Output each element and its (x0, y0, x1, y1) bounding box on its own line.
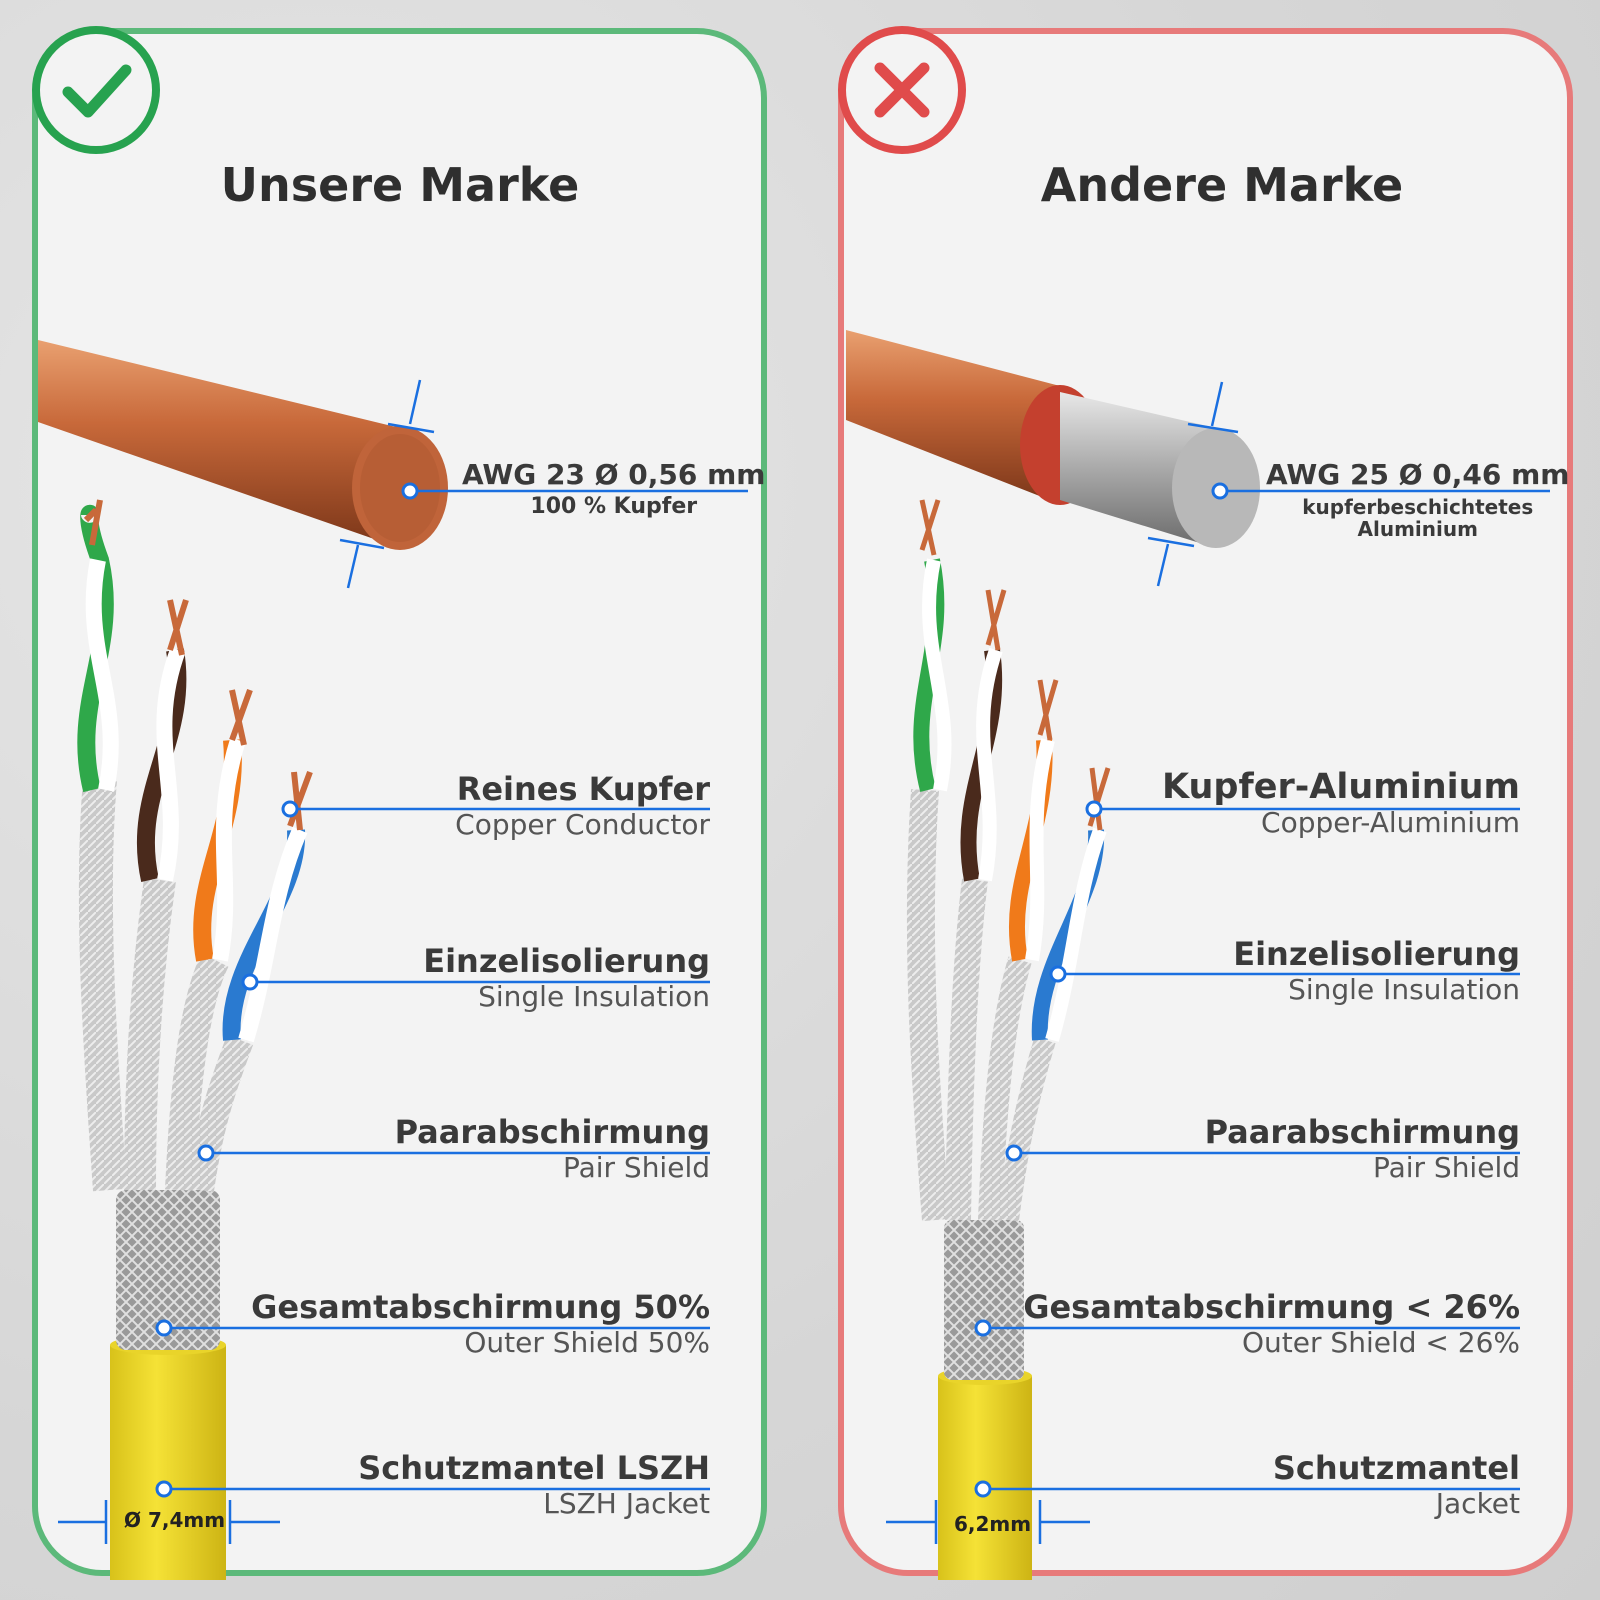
right-awg-label: AWG 25 Ø 0,46 mm kupferbeschichtetes Alu… (1266, 458, 1569, 540)
right-label-pair-shield-main: Paarabschirmung (1204, 1113, 1520, 1151)
left-label-pair-shield-main: Paarabschirmung (394, 1113, 710, 1151)
cross-icon (838, 26, 966, 154)
cca-conductor (846, 330, 1550, 587)
check-icon (32, 26, 160, 154)
right-label-pair-shield-sub: Pair Shield (1372, 1151, 1520, 1184)
right-label-insulation-sub: Single Insulation (1288, 973, 1520, 1006)
right-label-conductor-sub: Copper-Aluminium (1261, 806, 1520, 839)
right-label-outer-shield-sub: Outer Shield < 26% (1242, 1326, 1520, 1359)
left-label-conductor-sub: Copper Conductor (455, 808, 710, 841)
left-label-conductor-main: Reines Kupfer (456, 770, 710, 808)
right-label-jacket: Schutzmantel Jacket (920, 1449, 1520, 1521)
right-awg-value: AWG 25 Ø 0,46 mm (1266, 458, 1570, 491)
right-label-conductor: Kupfer-Aluminium Copper-Aluminium (920, 768, 1520, 840)
right-label-jacket-sub: Jacket (1435, 1487, 1520, 1520)
left-label-outer-shield: Gesamtabschirmung 50% Outer Shield 50% (110, 1288, 710, 1360)
left-diameter: Ø 7,4mm (124, 1508, 226, 1532)
left-label-insulation-sub: Single Insulation (478, 980, 710, 1013)
other-brand-title: Andere Marke (1040, 158, 1404, 212)
left-label-jacket-main: Schutzmantel LSZH (358, 1449, 710, 1487)
right-label-jacket-main: Schutzmantel (1272, 1449, 1520, 1487)
left-label-insulation-main: Einzelisolierung (423, 942, 710, 980)
copper-conductor (38, 340, 748, 589)
right-label-insulation: Einzelisolierung Single Insulation (920, 935, 1520, 1007)
right-label-insulation-main: Einzelisolierung (1233, 935, 1520, 973)
left-label-pair-shield-sub: Pair Shield (562, 1151, 710, 1184)
right-conductor-material-line2: Aluminium (1357, 517, 1478, 541)
right-label-outer-shield-main: Gesamtabschirmung < 26% (1023, 1288, 1520, 1326)
right-label-outer-shield: Gesamtabschirmung < 26% Outer Shield < 2… (920, 1288, 1520, 1360)
left-label-pair-shield: Paarabschirmung Pair Shield (110, 1113, 710, 1185)
left-cable (77, 499, 313, 1580)
right-diameter: 6,2mm (954, 1512, 1032, 1536)
our-brand-title: Unsere Marke (220, 158, 580, 212)
left-label-conductor: Reines Kupfer Copper Conductor (110, 770, 710, 842)
left-awg-value: AWG 23 Ø 0,56 mm (462, 458, 766, 491)
left-label-insulation: Einzelisolierung Single Insulation (110, 942, 710, 1014)
left-conductor-material: 100 % Kupfer (530, 494, 698, 519)
left-pointer-lines (58, 800, 710, 1544)
right-label-conductor-main: Kupfer-Aluminium (1162, 767, 1520, 807)
right-cable (906, 499, 1111, 1580)
left-awg-label: AWG 23 Ø 0,56 mm 100 % Kupfer (462, 458, 765, 518)
left-label-jacket-sub: LSZH Jacket (543, 1487, 710, 1520)
left-label-jacket: Schutzmantel LSZH LSZH Jacket (110, 1449, 710, 1521)
right-label-pair-shield: Paarabschirmung Pair Shield (920, 1113, 1520, 1185)
left-label-outer-shield-sub: Outer Shield 50% (464, 1326, 710, 1359)
right-conductor-material-line1: kupferbeschichtetes (1302, 495, 1534, 519)
right-pointer-lines (886, 800, 1520, 1544)
left-label-outer-shield-main: Gesamtabschirmung 50% (251, 1288, 710, 1326)
